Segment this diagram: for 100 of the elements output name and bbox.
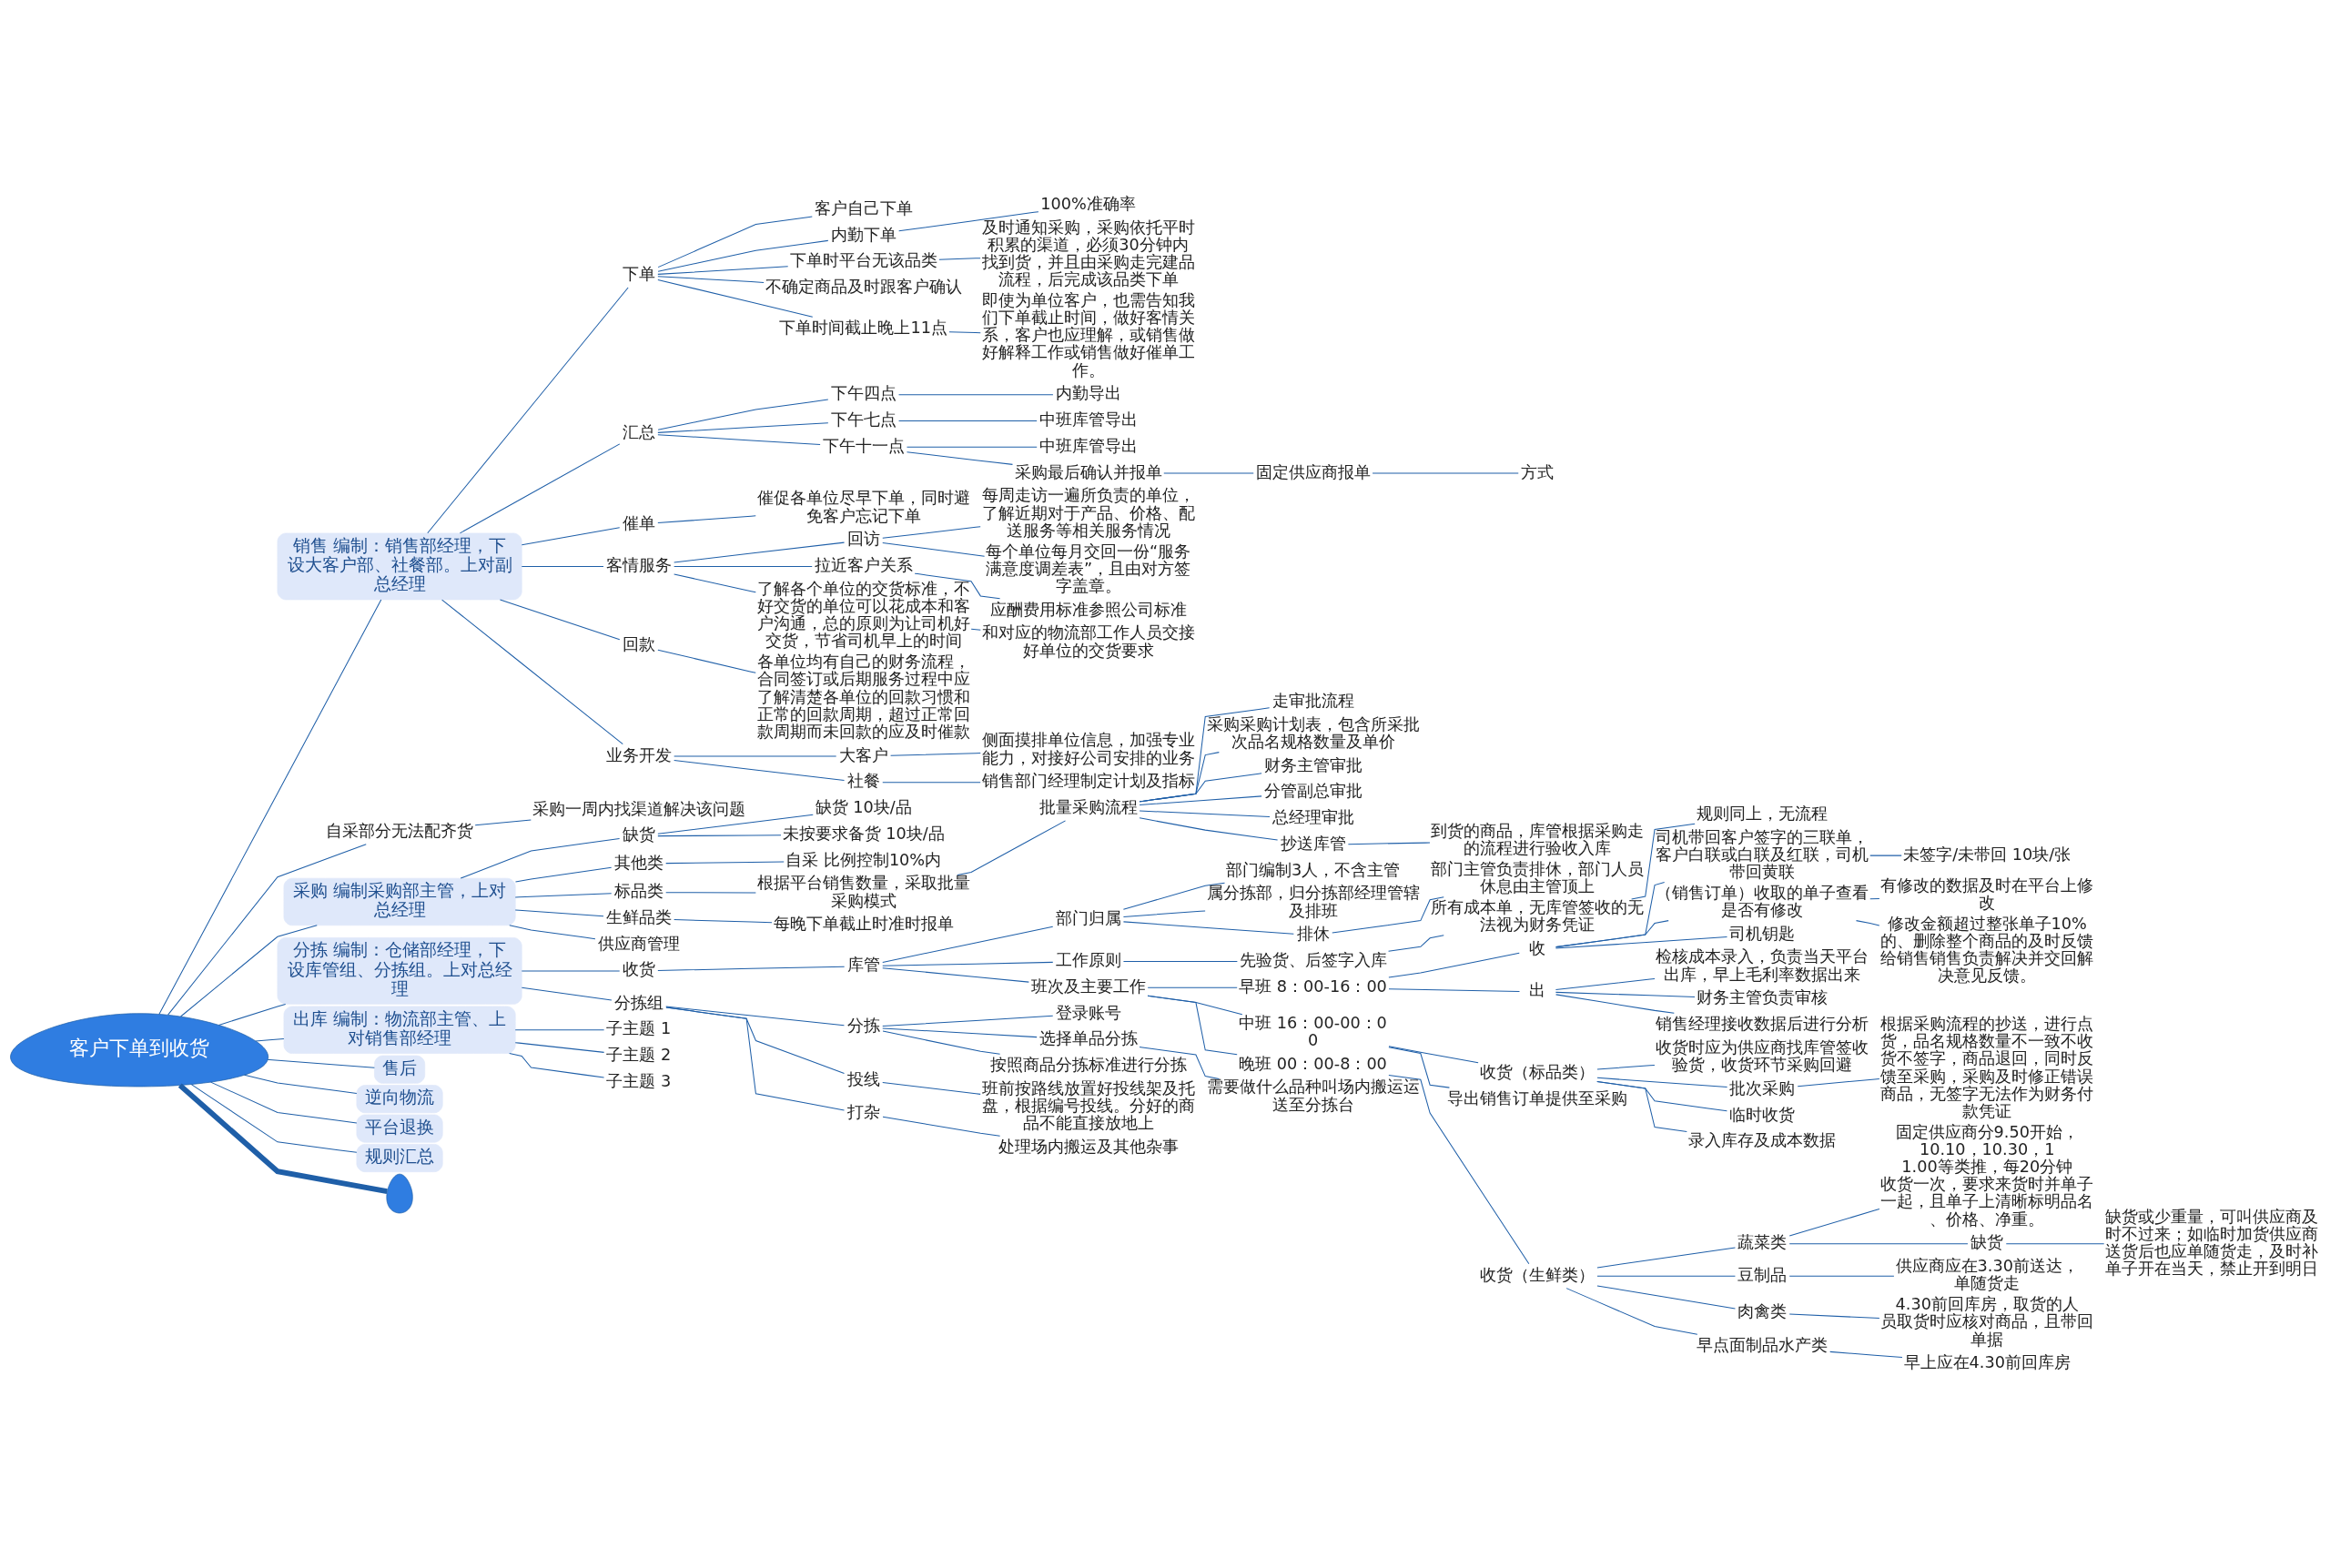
- node-text: 固定供应商分9.50开始，10.10，10.30，11.00等类推，每20分钟收货一次，要求来货时并单子一起，且单子上清晰标明品名、价格、净重。: [1880, 1122, 2094, 1229]
- connector: [1122, 882, 1226, 910]
- node-text: 下单时平台无该品类: [789, 250, 937, 269]
- connector: [158, 599, 382, 1015]
- connector: [244, 1074, 358, 1094]
- node-text: 子主题 3: [606, 1071, 672, 1090]
- node-text: 所有成本单，无库管签收的无法视为财务凭证: [1431, 897, 1645, 934]
- node-text: 标品类: [613, 881, 664, 900]
- node-text: 班次及主要工作: [1030, 976, 1146, 996]
- node-text: 供应商管理: [597, 934, 680, 953]
- node-text: 采购最后确认并报单: [1014, 462, 1162, 481]
- node-leaf: [386, 1173, 413, 1213]
- node-text: 收货: [622, 959, 655, 978]
- connector: [1596, 1284, 1736, 1309]
- node-text: 缺货: [622, 824, 655, 844]
- connector: [665, 1006, 845, 1026]
- connector: [218, 1003, 287, 1026]
- node-text: 投线: [846, 1069, 880, 1088]
- connector: [657, 966, 846, 971]
- node-text: 未按要求备货 10块/品: [782, 824, 945, 843]
- connector: [190, 1083, 358, 1153]
- node-text: 拉近客户关系: [814, 555, 913, 574]
- node-text: 出: [1529, 980, 1546, 999]
- node-box: 销售 编制：销售部经理，下设大客户部、社餐部。上对副总经理: [277, 532, 522, 600]
- node-text: 自采部分无法配齐货: [326, 821, 474, 840]
- connector: [1596, 1077, 1728, 1087]
- connector: [1788, 1208, 1880, 1237]
- node-text: 4.30前回库房，取货的人员取货时应核对商品，且带回单据: [1880, 1294, 2094, 1349]
- connector: [657, 265, 789, 275]
- connector: [514, 1028, 605, 1030]
- connector: [882, 525, 981, 539]
- node-text: 早上应在4.30前回库房: [1903, 1352, 2071, 1371]
- connector: [267, 1058, 375, 1068]
- node-box: 规则汇总: [356, 1143, 443, 1172]
- connector: [882, 1081, 981, 1095]
- connector: [1788, 1242, 1969, 1244]
- node-text: 社餐: [846, 771, 880, 790]
- node-text: 抄送库管: [1280, 834, 1346, 853]
- node-text: 客情服务: [605, 555, 672, 574]
- connector: [1631, 823, 1696, 900]
- connector: [1122, 920, 1294, 935]
- connector: [2005, 1242, 2105, 1244]
- connector: [674, 918, 773, 923]
- node-box: 出库 编制：物流部主管、上对销售部经理: [283, 1006, 516, 1054]
- node-text: 部门主管负责排休，部门人员休息由主管顶上: [1431, 859, 1645, 895]
- connector: [1388, 1046, 1450, 1088]
- node-text: 采购一周内找渠道解决该问题: [532, 799, 745, 818]
- node-text: 下午七点: [830, 410, 897, 429]
- node-text: 自采 比例控制10%内: [785, 850, 942, 869]
- node-text: 了解各个单位的交货标准，不好交货的单位可以花成本和客户沟通，总的原则为让司机好交货，节省司机早上的时间: [756, 579, 970, 650]
- node-text: 每个单位每月交回一份“服务满意度调差表”，且由对方签字盖章。: [986, 541, 1191, 595]
- node-text: 属分拣部，归分拣部经理管辖及排班: [1206, 883, 1420, 920]
- connector: [657, 216, 813, 268]
- connector: [898, 210, 1039, 231]
- node-text: 供应商应在3.30前送达，单随货走: [1895, 1256, 2079, 1292]
- connector: [657, 399, 829, 430]
- connector: [657, 514, 756, 523]
- node-text: 缺货: [1970, 1232, 2004, 1251]
- connector: [882, 926, 1054, 963]
- connector: [657, 649, 756, 673]
- connector: [665, 891, 756, 894]
- node-text: 晚班 00：00-8：00: [1239, 1054, 1387, 1073]
- node-text: 催单: [622, 513, 655, 532]
- node-text: 分拣组: [613, 993, 664, 1012]
- connector: [1139, 1046, 1220, 1079]
- node-text: 每晚下单截止时准时报单: [773, 914, 954, 933]
- node-text: 到货的商品，库管根据采购走的流程进行验收入库: [1431, 821, 1645, 857]
- node-text: 收货（生鲜类）: [1480, 1265, 1596, 1284]
- node-text: 财务主管负责审核: [1697, 987, 1829, 1007]
- node-box: 分拣 编制：仓储部经理，下设库管组、分拣组。上对总经理: [277, 936, 522, 1005]
- node-text: 汇总: [622, 422, 655, 441]
- connector: [1596, 1275, 1736, 1277]
- node-text: 子主题 2: [606, 1045, 672, 1064]
- connector: [674, 565, 813, 567]
- node-text: 内勤下单: [830, 225, 897, 244]
- node-text: 根据采购流程的抄送，进行点货，品名规格数量不一致不收货不签字，商品退回，同时反馈至采购，采购及时修正错误商品，无签字无法作为财务付款凭证: [1880, 1014, 2094, 1120]
- connector: [890, 752, 981, 756]
- connector: [898, 393, 1054, 395]
- connector: [882, 1027, 1038, 1037]
- connector: [882, 966, 1029, 983]
- connector: [882, 961, 1054, 966]
- connector: [882, 1116, 1001, 1137]
- connector: [1555, 991, 1696, 997]
- connector: [1555, 919, 1669, 947]
- node-text: 规则同上，无流程: [1697, 804, 1829, 823]
- connector: [509, 924, 596, 939]
- connector: [882, 781, 981, 783]
- connector: [514, 892, 613, 897]
- node-text: 下午四点: [830, 383, 897, 402]
- node-text: 需要做什么品种叫场内搬运运送至分拣台: [1206, 1077, 1420, 1114]
- node-text: 班前按路线放置好投线架及托盘，根据编号投线。分好的商品不能直接放地上: [981, 1078, 1195, 1132]
- node-text: 打杂: [846, 1102, 880, 1121]
- node-text: 财务主管审批: [1263, 755, 1363, 774]
- connector: [657, 275, 765, 283]
- node-text: 中班 16：00-00：00: [1239, 1013, 1387, 1049]
- connector: [882, 1030, 1001, 1055]
- connector: [1139, 772, 1262, 802]
- connector: [1388, 1045, 1479, 1063]
- node-text: 早点面制品水产类: [1697, 1335, 1829, 1354]
- node-text: 肉禽类: [1737, 1301, 1788, 1320]
